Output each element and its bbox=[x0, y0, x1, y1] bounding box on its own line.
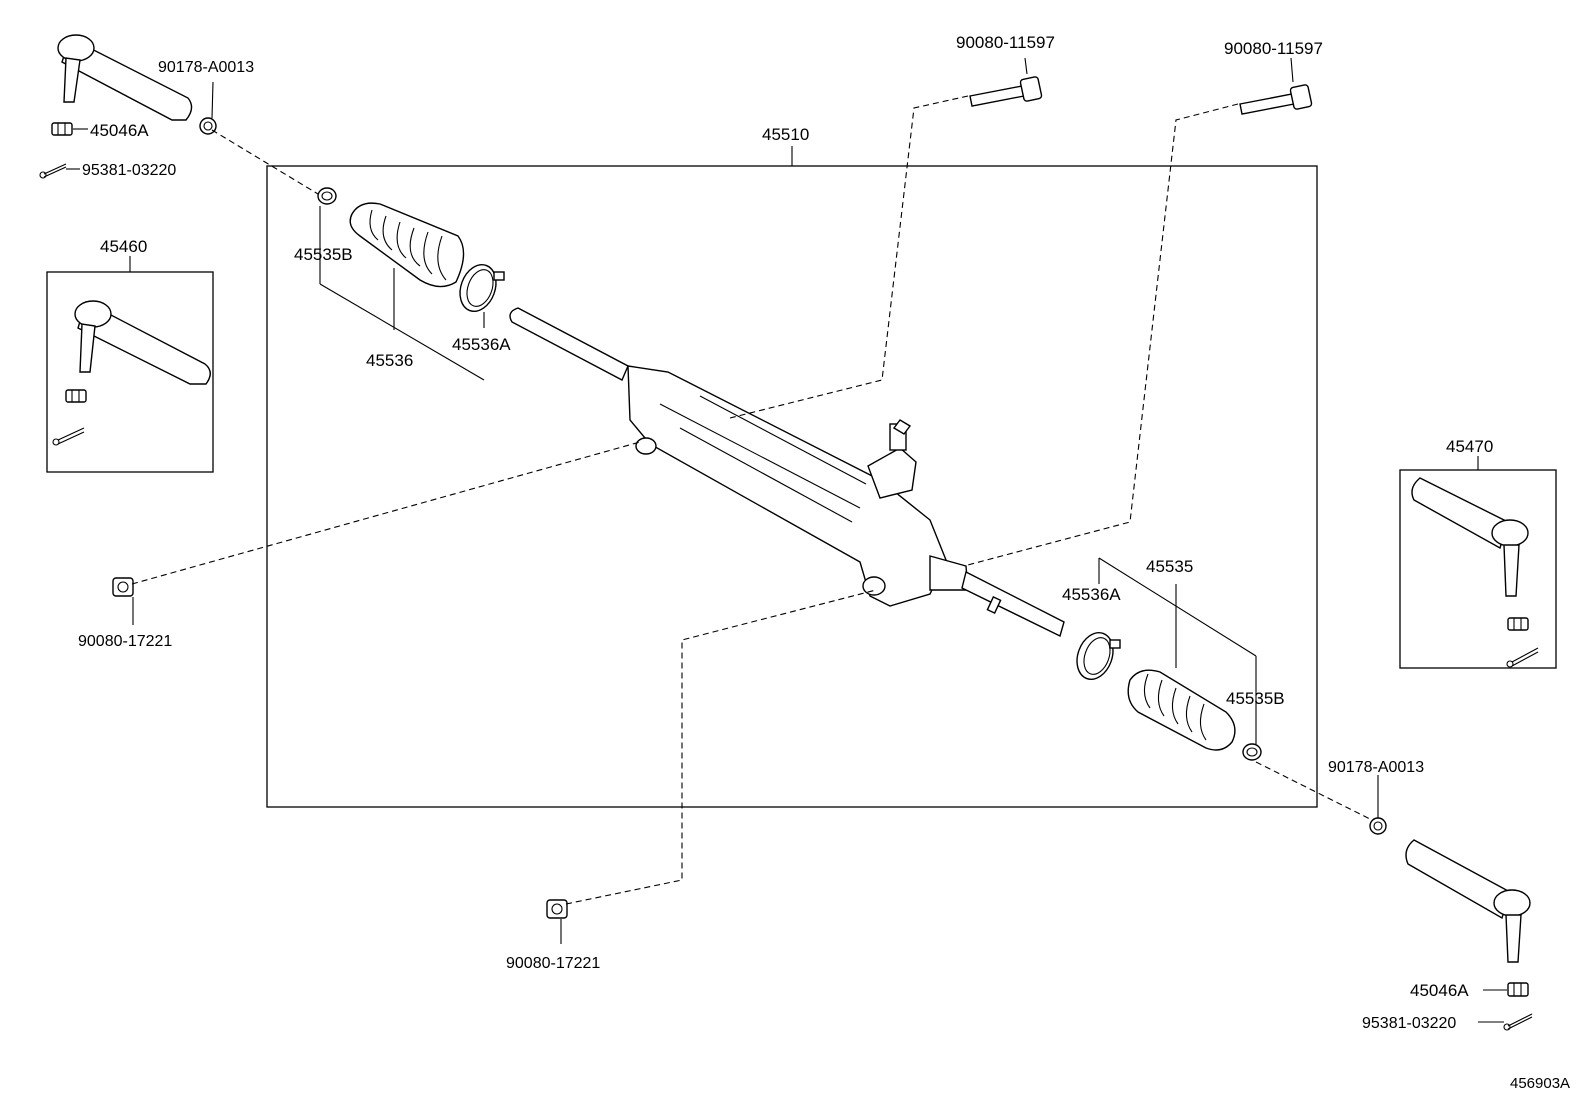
tie-rod-end-bottom-right bbox=[1405, 839, 1531, 963]
clamp-icon bbox=[459, 264, 505, 312]
castle-nut-icon bbox=[51, 122, 88, 136]
label-clamp-left: 45536A bbox=[452, 335, 511, 354]
tie-rod-end-icon bbox=[74, 300, 211, 385]
clamp-icon bbox=[1076, 632, 1121, 680]
cotter-pin-icon bbox=[1506, 647, 1539, 668]
steering-rack-icon bbox=[509, 307, 1065, 637]
label-nut-tl-castle: 45046A bbox=[90, 121, 149, 140]
gear-assembly-box bbox=[266, 146, 1318, 808]
tie-rod-left-box bbox=[46, 256, 214, 473]
flange-bolt-icon bbox=[969, 57, 1043, 107]
label-bolt-right: 90080-11597 bbox=[1224, 39, 1323, 58]
label-gear-assy: 45510 bbox=[762, 125, 809, 144]
clip-icon bbox=[317, 187, 337, 205]
clip-icon bbox=[1242, 743, 1262, 761]
label-nut-br-castle: 45046A bbox=[1410, 981, 1469, 1000]
label-clamp-right: 45536A bbox=[1062, 585, 1121, 604]
flange-bolt-icon bbox=[112, 577, 134, 625]
tie-rod-end-icon bbox=[1411, 477, 1529, 597]
small-nut-icon bbox=[199, 81, 217, 135]
label-nut-tl-small: 90178-A0013 bbox=[158, 59, 254, 76]
cotter-pin-icon bbox=[52, 427, 85, 446]
boot-icon bbox=[1127, 669, 1236, 751]
label-boot-right: 45535 bbox=[1146, 557, 1193, 576]
label-bolt-left: 90080-11597 bbox=[956, 33, 1055, 52]
label-tie-rod-left: 45460 bbox=[100, 237, 147, 256]
label-clip-left: 45535B bbox=[294, 245, 353, 264]
castle-nut-icon bbox=[1507, 617, 1529, 631]
label-tie-rod-right: 45470 bbox=[1446, 437, 1493, 456]
flange-bolt-icon bbox=[1239, 57, 1313, 115]
castle-nut-icon bbox=[65, 389, 87, 403]
boot-bracket-right bbox=[1098, 557, 1257, 744]
cotter-pin-icon bbox=[1478, 1013, 1533, 1031]
part-labels: 90080-11597 90080-11597 45510 90178-A001… bbox=[78, 33, 1570, 1092]
label-mount-bolt-bottom: 90080-17221 bbox=[506, 955, 600, 972]
castle-nut-icon bbox=[1483, 982, 1529, 997]
dashed-leaders bbox=[131, 95, 1373, 905]
label-pin-tl: 95381-03220 bbox=[82, 162, 176, 179]
tie-rod-end-top-left bbox=[57, 34, 193, 121]
label-nut-br-small: 90178-A0013 bbox=[1328, 759, 1424, 776]
tie-rod-right-box bbox=[1399, 456, 1557, 669]
label-mount-bolt-left: 90080-17221 bbox=[78, 633, 172, 650]
boot-icon bbox=[349, 202, 465, 288]
label-clip-right: 45535B bbox=[1226, 689, 1285, 708]
label-boot-left: 45536 bbox=[366, 351, 413, 370]
label-pin-br: 95381-03220 bbox=[1362, 1015, 1456, 1032]
boot-bracket-left bbox=[319, 206, 485, 381]
flange-bolt-icon bbox=[546, 899, 568, 944]
small-nut-icon bbox=[1369, 775, 1387, 835]
cotter-pin-icon bbox=[39, 163, 80, 179]
figure-id: 456903A bbox=[1510, 1075, 1570, 1092]
